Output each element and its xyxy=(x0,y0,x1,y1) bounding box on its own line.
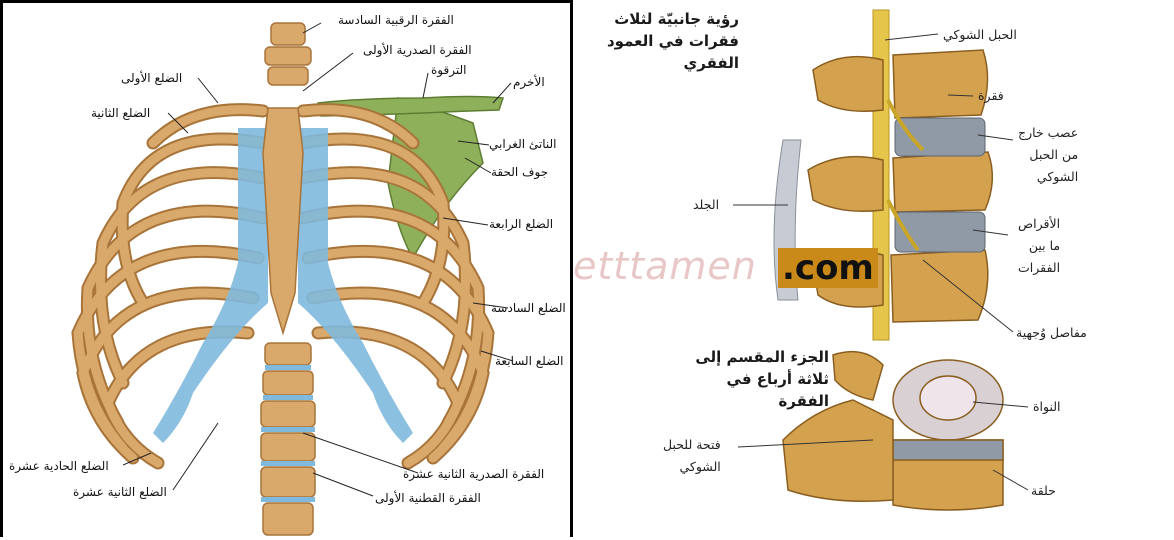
label-rib-4: الضلع الرابعة xyxy=(489,217,553,231)
watermark-com: .com xyxy=(778,248,878,288)
label-nerve: عصب خارج من الحبل الشوكي xyxy=(1018,122,1078,188)
vertebrae-panel: رؤية جانبيّة لثلاث فقرات في العمود الفقر… xyxy=(573,0,1174,537)
label-spinal-cord: الحبل الشوكي xyxy=(943,24,1017,46)
label-discs: الأقراص ما بين الفقرات xyxy=(1018,213,1060,279)
label-rib-11: الضلع الحادية عشرة xyxy=(9,459,109,473)
label-thoracic-vertebra-1: الفقرة الصدرية الأولى xyxy=(363,43,472,57)
rib-cage-panel: الفقرة الرقبية السادسة الفقرة الصدرية ال… xyxy=(0,0,573,537)
label-rib-7: الضلع السابعة xyxy=(495,354,563,368)
label-thoracic-vertebra-12: الفقرة الصدرية الثانية عشرة xyxy=(403,467,544,481)
label-lumbar-vertebra-1: الفقرة القطنية الأولى xyxy=(375,491,481,505)
diagram-title-bottom: الجزء المقسم إلى ثلاثة أرباع في الفقرة xyxy=(695,346,829,412)
watermark-text: etttamen xyxy=(573,244,757,288)
diagram-title-top: رؤية جانبيّة لثلاث فقرات في العمود الفقر… xyxy=(573,8,739,74)
label-rib-1: الضلع الأولى xyxy=(121,71,182,85)
label-nucleus: النواة xyxy=(1033,396,1061,418)
label-vertebra: فقرة xyxy=(978,85,1004,107)
label-acromion: الأخرم xyxy=(513,75,545,89)
label-skin: الجلد xyxy=(693,194,719,216)
label-cervical-vertebra-6: الفقرة الرقبية السادسة xyxy=(338,13,454,27)
label-facet-joints: مفاصل وُجهية xyxy=(1016,322,1087,344)
label-rib-12: الضلع الثانية عشرة xyxy=(73,485,167,499)
label-rib-2: الضلع الثانية xyxy=(91,106,150,120)
label-ring: حلقة xyxy=(1031,480,1056,502)
label-clavicle: الترقوة xyxy=(431,63,466,77)
label-spinal-foramen: فتحة للحبل الشوكي xyxy=(663,434,721,478)
label-rib-6: الضلع السادسة xyxy=(491,301,566,315)
label-glenoid-cavity: جوف الحقة xyxy=(491,165,548,179)
label-coracoid-process: الناتئ الغرابي xyxy=(489,137,557,151)
